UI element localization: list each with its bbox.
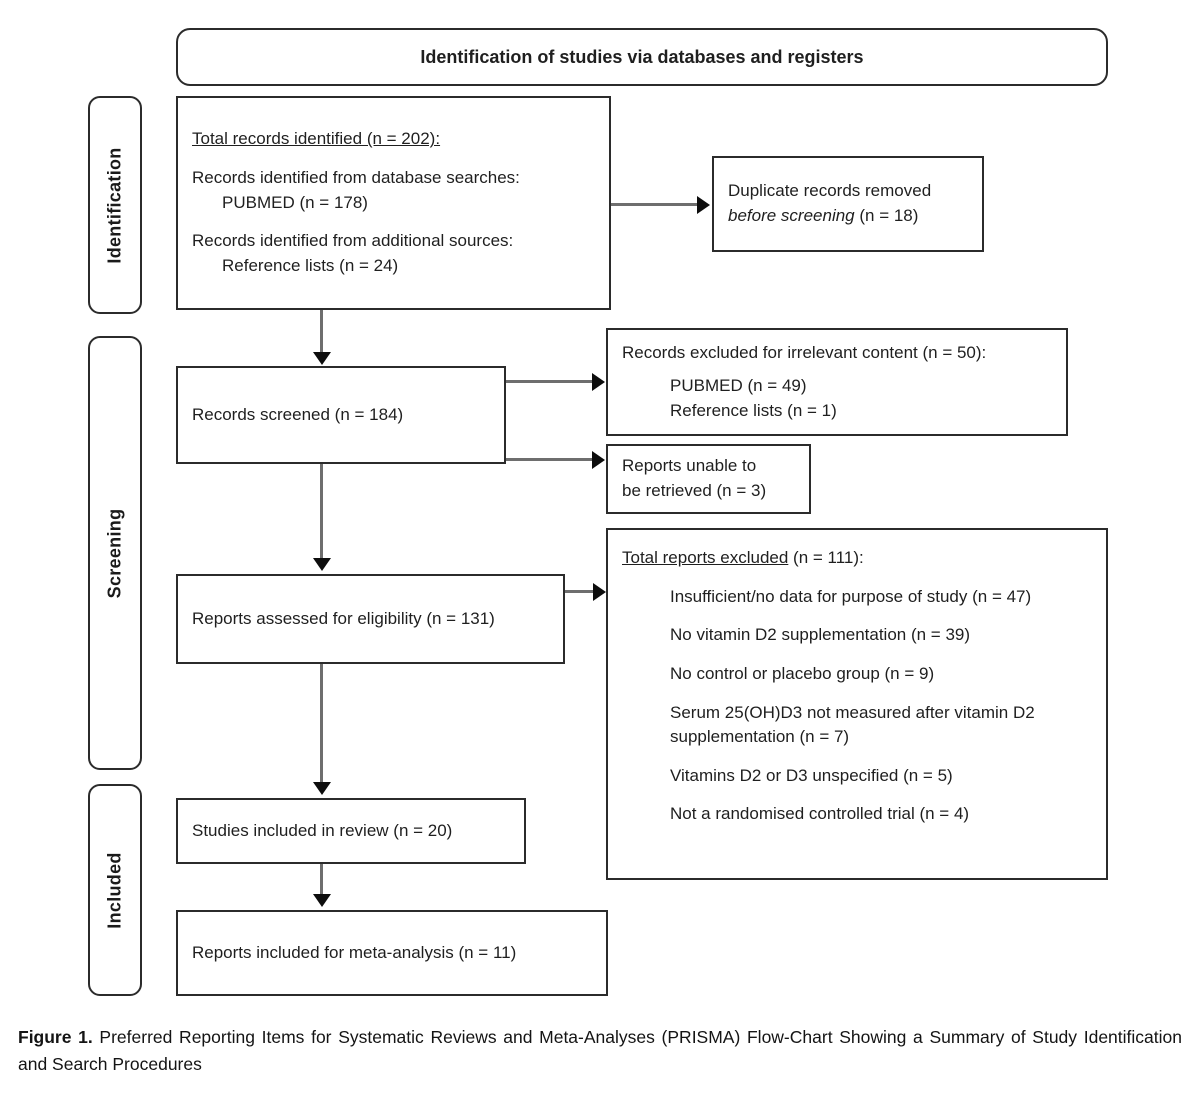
reports-excluded-reason-4b: supplementation (n = 7)	[670, 727, 850, 747]
box-records-excluded-irrelevant: Records excluded for irrelevant content …	[606, 328, 1068, 436]
arrow-identified-to-duplicates-icon	[697, 195, 710, 214]
arrow-assessed-to-studies-included-icon	[312, 782, 331, 795]
records-identified-line-1: Records identified from database searche…	[192, 168, 520, 188]
box-studies-included-review-content: Studies included in review (n = 20)	[178, 819, 524, 844]
reports-excluded-reason-5: Vitamins D2 or D3 unspecified (n = 5)	[670, 765, 953, 785]
box-records-screened: Records screened (n = 184)	[176, 366, 506, 464]
box-reports-assessed-eligibility: Reports assessed for eligibility (n = 13…	[176, 574, 565, 664]
excluded-irrelevant-line-2: Reference lists (n = 1)	[670, 400, 837, 420]
figure-caption-label: Figure 1.	[18, 1027, 93, 1047]
stage-label-included: Included	[88, 784, 142, 996]
box-reports-not-retrieved: Reports unable to be retrieved (n = 3)	[606, 444, 811, 514]
connector-assessed-to-studies-included	[320, 664, 323, 784]
reports-excluded-reason-2: No vitamin D2 supplementation (n = 39)	[670, 625, 971, 645]
box-reports-meta-analysis-content: Reports included for meta-analysis (n = …	[178, 941, 606, 966]
records-screened-line-1: Records screened (n = 184)	[192, 404, 404, 424]
connector-identified-to-screened	[320, 310, 323, 354]
reports-excluded-heading-underline: Total reports excluded	[622, 548, 789, 567]
records-identified-heading: Total records identified (n = 202):	[192, 129, 441, 149]
reports-excluded-heading-rest: (n = 111):	[788, 548, 864, 567]
box-records-identified: Total records identified (n = 202): Reco…	[176, 96, 611, 310]
records-identified-line-3: Records identified from additional sourc…	[192, 231, 514, 251]
box-records-identified-content: Total records identified (n = 202): Reco…	[178, 127, 609, 278]
header-banner-label: Identification of studies via databases …	[420, 46, 864, 67]
figure-caption: Figure 1. Preferred Reporting Items for …	[18, 1024, 1182, 1078]
spacer	[622, 609, 1092, 623]
arrow-identified-to-screened-icon	[312, 352, 331, 365]
not-retrieved-line-1: Reports unable to	[622, 456, 757, 476]
arrow-screened-to-assessed-icon	[312, 558, 331, 571]
spacer	[192, 152, 595, 166]
spacer	[622, 648, 1092, 662]
arrow-screened-to-excluded-icon	[592, 372, 605, 391]
excluded-irrelevant-line-1: PUBMED (n = 49)	[670, 376, 807, 396]
connector-studies-included-to-meta-analysis	[320, 864, 323, 896]
reports-excluded-reason-6: Not a randomised controlled trial (n = 4…	[670, 804, 970, 824]
stage-label-screening-text: Screening	[104, 508, 125, 598]
box-records-excluded-irrelevant-content: Records excluded for irrelevant content …	[608, 341, 1066, 424]
box-records-screened-content: Records screened (n = 184)	[178, 403, 504, 428]
box-total-reports-excluded: Total reports excluded (n = 111): Insuff…	[606, 528, 1108, 880]
box-studies-included-review: Studies included in review (n = 20)	[176, 798, 526, 864]
stage-label-included-text: Included	[104, 851, 125, 929]
reports-excluded-reason-4: Serum 25(OH)D3 not measured after vitami…	[670, 702, 1035, 722]
box-duplicate-records-removed-content: Duplicate records removed before screeni…	[714, 179, 982, 228]
reports-excluded-reason-3: No control or placebo group (n = 9)	[670, 663, 935, 683]
excluded-irrelevant-heading: Records excluded for irrelevant content …	[622, 342, 987, 362]
box-total-reports-excluded-content: Total reports excluded (n = 111): Insuff…	[608, 530, 1106, 827]
reports-excluded-reason-1: Insufficient/no data for purpose of stud…	[670, 586, 1032, 606]
studies-included-line-1: Studies included in review (n = 20)	[192, 820, 453, 840]
box-reports-assessed-eligibility-content: Reports assessed for eligibility (n = 13…	[178, 607, 563, 632]
duplicates-line-2: before screening (n = 18)	[728, 204, 968, 229]
box-reports-not-retrieved-content: Reports unable to be retrieved (n = 3)	[608, 454, 809, 503]
stage-label-identification-text: Identification	[104, 146, 125, 264]
connector-identified-to-duplicates	[611, 203, 699, 206]
connector-assessed-to-reports-excluded	[565, 590, 595, 593]
arrow-screened-to-not-retrieved-icon	[592, 450, 605, 469]
duplicates-line-2-italic: before screening	[728, 206, 855, 225]
duplicates-line-1: Duplicate records removed	[728, 181, 932, 201]
spacer	[622, 788, 1092, 802]
arrow-assessed-to-reports-excluded-icon	[593, 582, 606, 601]
stage-label-identification: Identification	[88, 96, 142, 314]
records-identified-line-2: PUBMED (n = 178)	[222, 192, 368, 212]
connector-screened-to-excluded	[506, 380, 594, 383]
figure-caption-text: Preferred Reporting Items for Systematic…	[18, 1027, 1182, 1075]
duplicates-line-2-rest: (n = 18)	[854, 206, 919, 225]
records-identified-line-4: Reference lists (n = 24)	[222, 255, 399, 275]
spacer	[622, 750, 1092, 764]
arrow-studies-included-to-meta-analysis-icon	[312, 894, 331, 907]
reports-excluded-heading: Total reports excluded (n = 111):	[622, 546, 1092, 571]
assessed-line-1: Reports assessed for eligibility (n = 13…	[192, 608, 495, 628]
box-reports-meta-analysis: Reports included for meta-analysis (n = …	[176, 910, 608, 996]
stage-label-screening: Screening	[88, 336, 142, 770]
connector-screened-to-not-retrieved	[506, 458, 594, 461]
spacer	[622, 365, 1052, 374]
header-banner: Identification of studies via databases …	[176, 28, 1108, 86]
connector-screened-to-assessed	[320, 464, 323, 560]
meta-analysis-line-1: Reports included for meta-analysis (n = …	[192, 942, 517, 962]
spacer	[622, 687, 1092, 701]
box-duplicate-records-removed: Duplicate records removed before screeni…	[712, 156, 984, 252]
spacer	[192, 215, 595, 229]
spacer	[622, 571, 1092, 585]
not-retrieved-line-2: be retrieved (n = 3)	[622, 481, 767, 500]
